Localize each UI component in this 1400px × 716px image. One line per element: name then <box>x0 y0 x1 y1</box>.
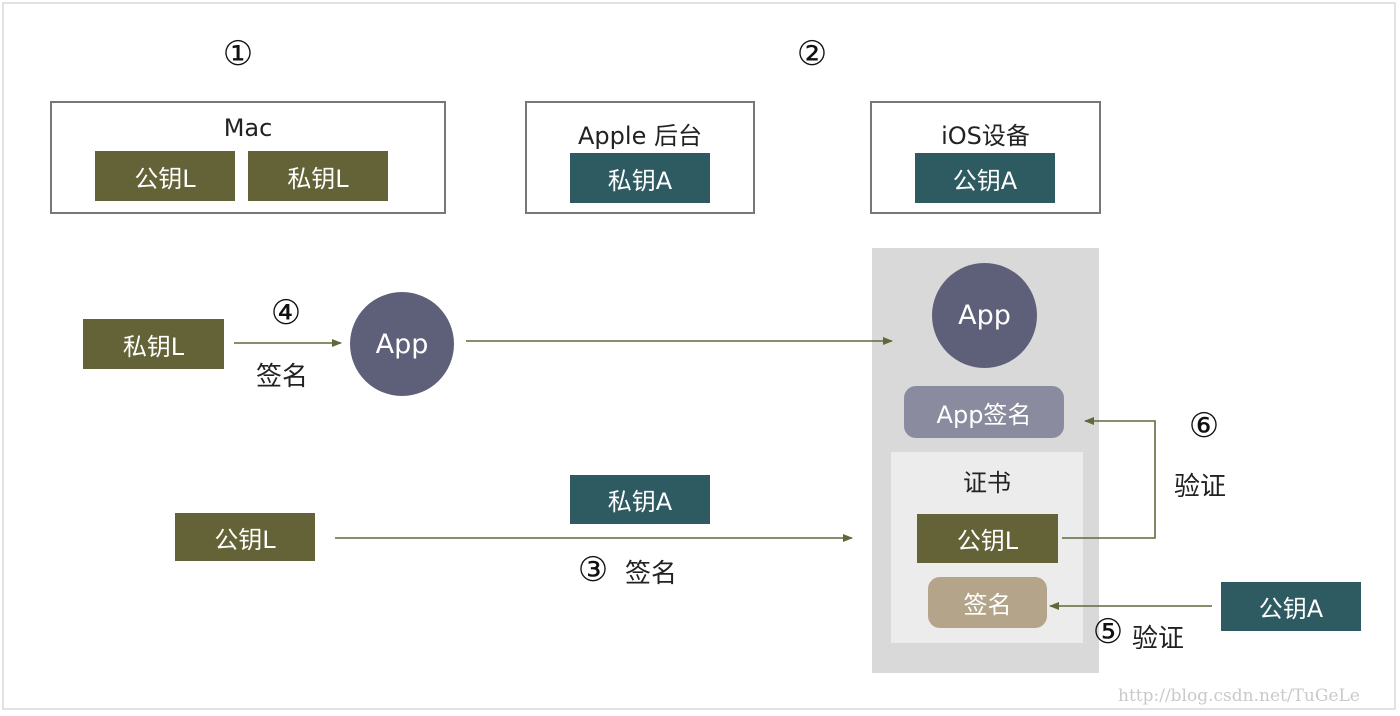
private-key-a-node: 私钥A <box>570 475 710 524</box>
certificate-title: 证书 <box>963 469 1011 497</box>
ios-device-box: iOS设备 公钥A <box>870 101 1101 214</box>
step-5-marker: ⑤ <box>1092 612 1124 652</box>
apple-backend-title: Apple 后台 <box>578 122 702 150</box>
step-6-marker: ⑥ <box>1188 406 1220 446</box>
mac-title: Mac <box>223 114 273 142</box>
sign-label-step-4: 签名 <box>256 362 309 392</box>
app-signature-pill: App签名 <box>904 386 1064 438</box>
apple-backend-box: Apple 后台 私钥A <box>525 101 755 214</box>
mac-private-key-l: 私钥L <box>248 151 388 201</box>
mac-public-key-l: 公钥L <box>95 151 235 201</box>
app-circle-left: App <box>350 292 454 396</box>
certificate-public-key-l: 公钥L <box>917 514 1058 563</box>
verify-label-step-6: 验证 <box>1174 472 1227 502</box>
public-key-a-node: 公钥A <box>1221 582 1361 631</box>
ios-device-title: iOS设备 <box>941 122 1030 150</box>
app-circle-device: App <box>932 263 1037 368</box>
arrow-verify-app-signature <box>1062 417 1156 539</box>
ios-public-key-a: 公钥A <box>915 153 1055 203</box>
watermark: http://blog.csdn.net/TuGeLe <box>1118 686 1360 706</box>
step-2-marker: ② <box>796 34 828 74</box>
mac-box: Mac 公钥L 私钥L <box>50 101 446 214</box>
private-key-l-node: 私钥L <box>83 319 224 369</box>
step-1-marker: ① <box>222 34 254 74</box>
sign-label-step-3: 签名 <box>625 559 678 589</box>
apple-private-key-a: 私钥A <box>570 153 710 203</box>
certificate-signature-pill: 签名 <box>928 577 1047 628</box>
step-4-marker: ④ <box>270 293 302 333</box>
verify-label-step-5: 验证 <box>1132 624 1185 654</box>
step-3-marker: ③ <box>577 550 609 590</box>
public-key-l-node: 公钥L <box>175 513 315 561</box>
